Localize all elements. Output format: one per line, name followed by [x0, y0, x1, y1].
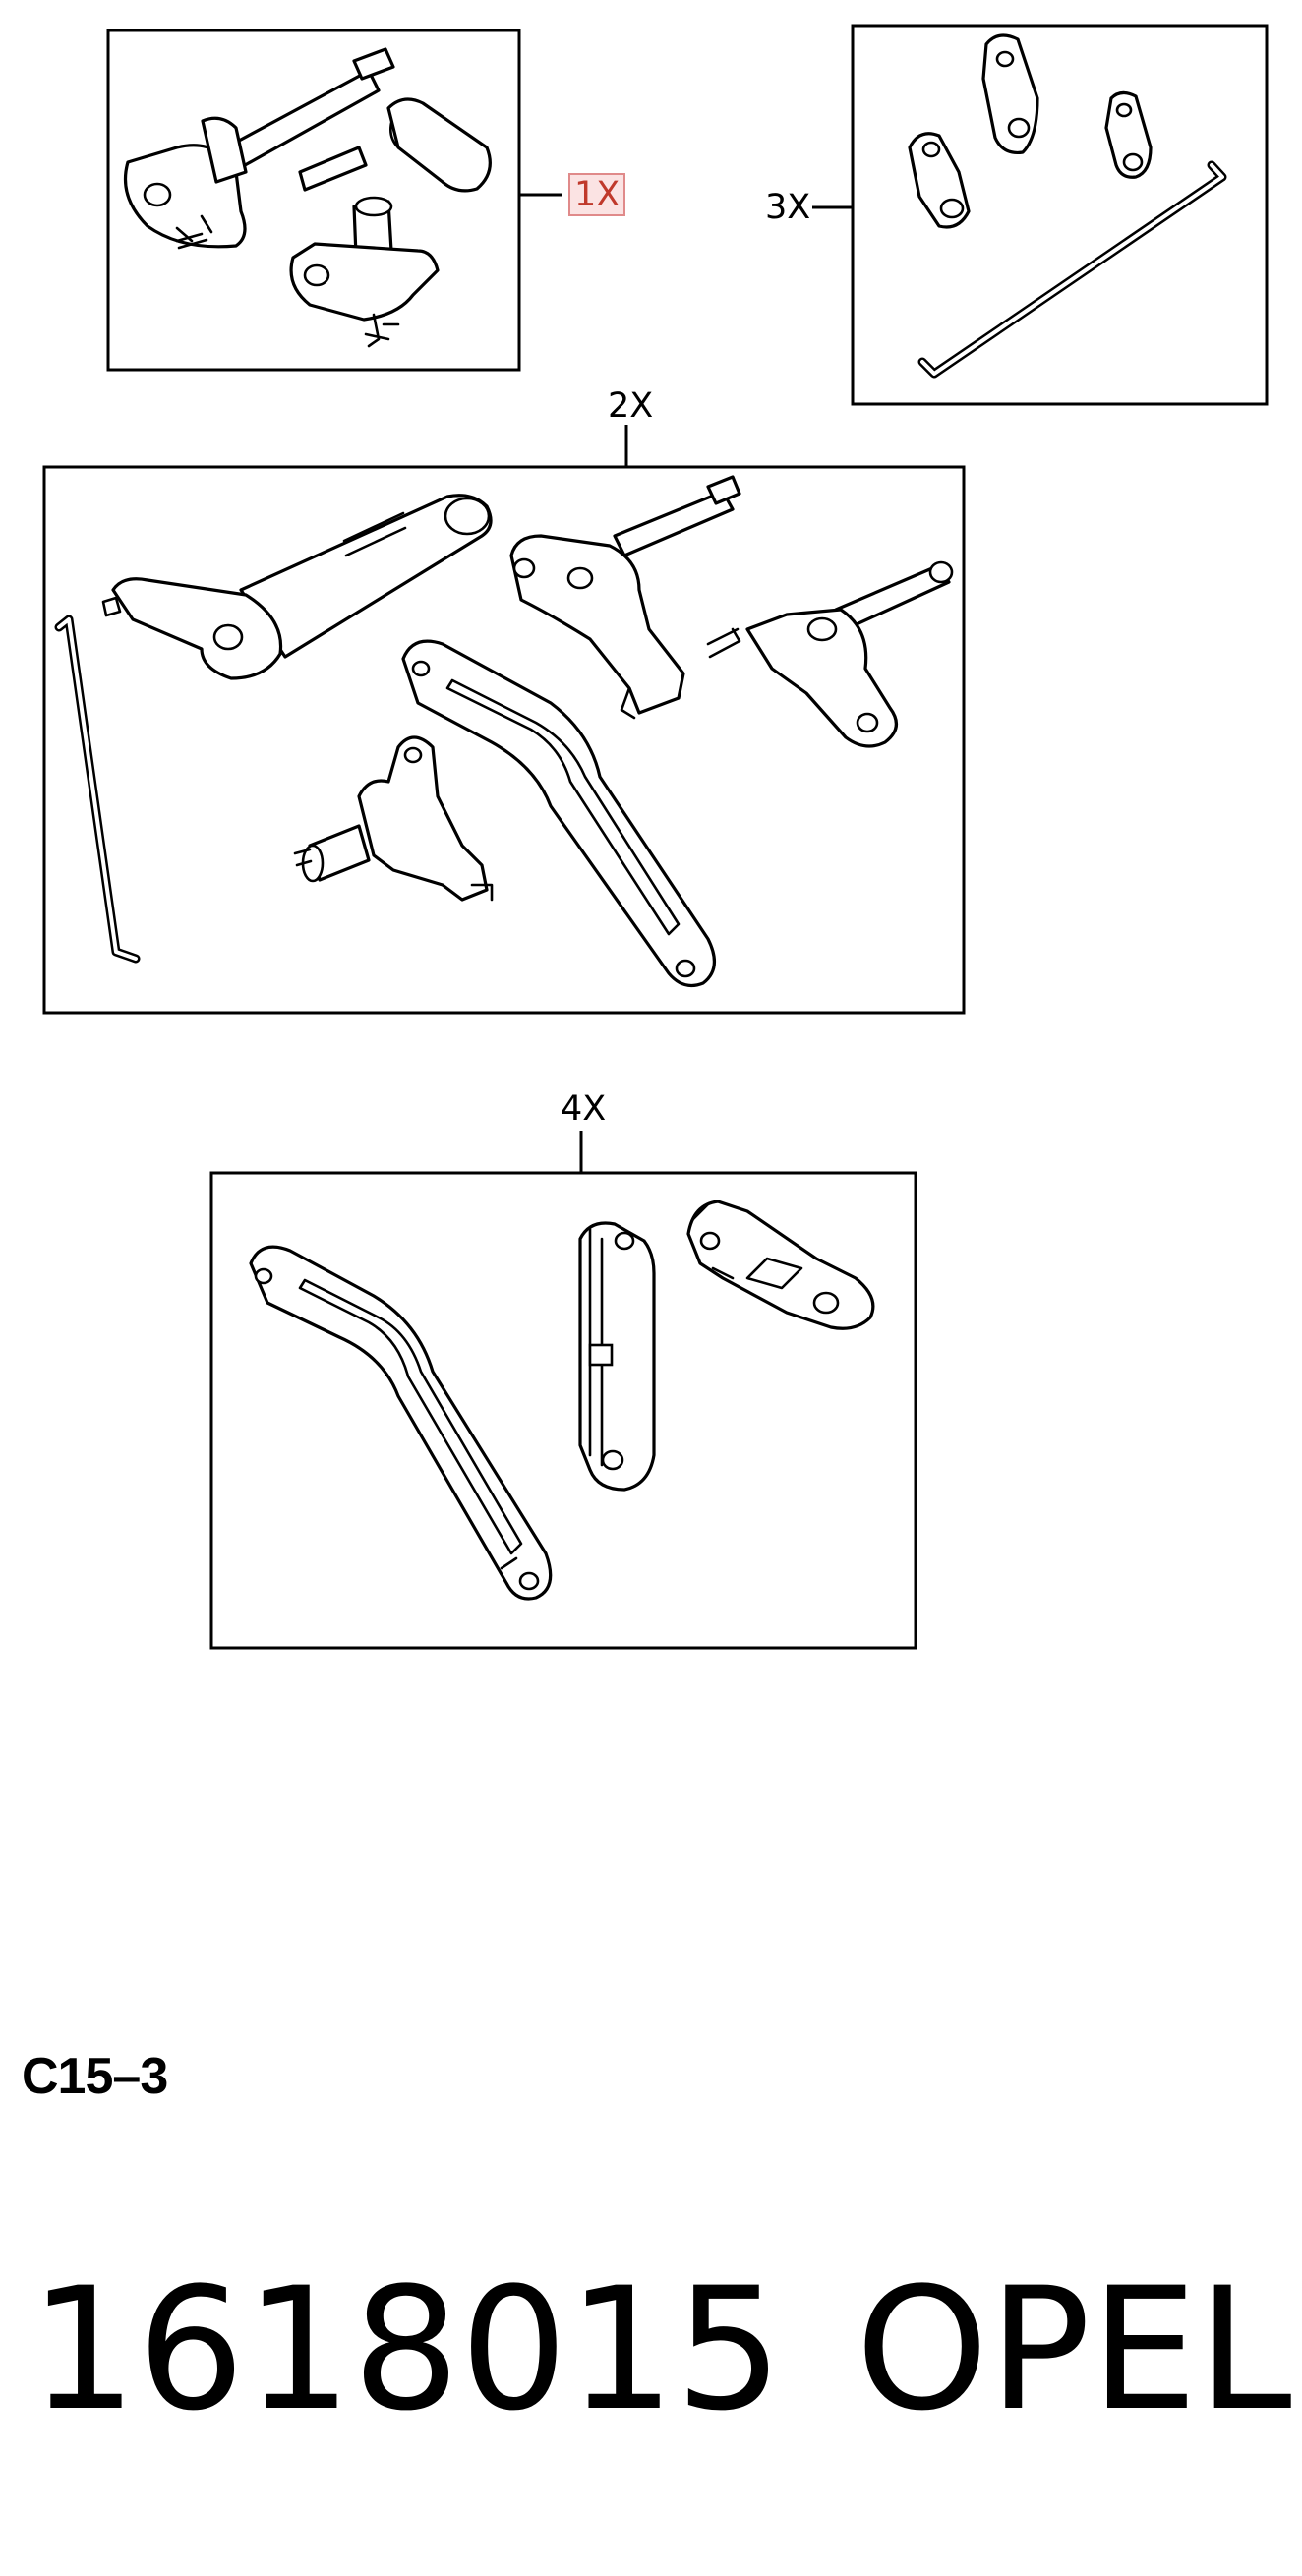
pin-clip-part [175, 232, 208, 250]
right-bracket-part [706, 560, 954, 748]
small-lever-part [289, 196, 440, 348]
group-1x [106, 29, 562, 372]
qty-label-1x: 1X [568, 173, 626, 216]
long-rod-part [54, 615, 141, 964]
flat-link-part [578, 1221, 656, 1492]
angled-link-part [686, 1200, 875, 1330]
qty-label-4x: 4X [561, 1089, 607, 1129]
bracket-shaft-part [509, 475, 741, 720]
small-bracket-part [293, 735, 494, 902]
shaft-lever-part [101, 494, 493, 680]
connecting-rod-part [917, 160, 1227, 379]
qty-label-3x: 3X [765, 188, 811, 227]
diagram-code: C15–3 [22, 2048, 168, 2105]
bracket-lever-part [298, 97, 492, 193]
qty-label-2x: 2X [608, 386, 654, 426]
group-3x [812, 24, 1269, 406]
long-arm-part [249, 1245, 553, 1601]
group-4x [209, 1131, 917, 1650]
group-4x-frame [209, 1171, 917, 1650]
link-plate-left-part [908, 132, 971, 229]
link-plate-right-part [1104, 90, 1153, 179]
lever-shaft-part [123, 47, 395, 249]
group-3x-frame [851, 24, 1269, 406]
part-number: 1618015 [30, 2251, 784, 2448]
bent-arm-part [401, 639, 716, 987]
link-plate-middle-part [981, 33, 1039, 155]
brand-name: OPEL [856, 2251, 1292, 2448]
group-2x [42, 425, 966, 1015]
